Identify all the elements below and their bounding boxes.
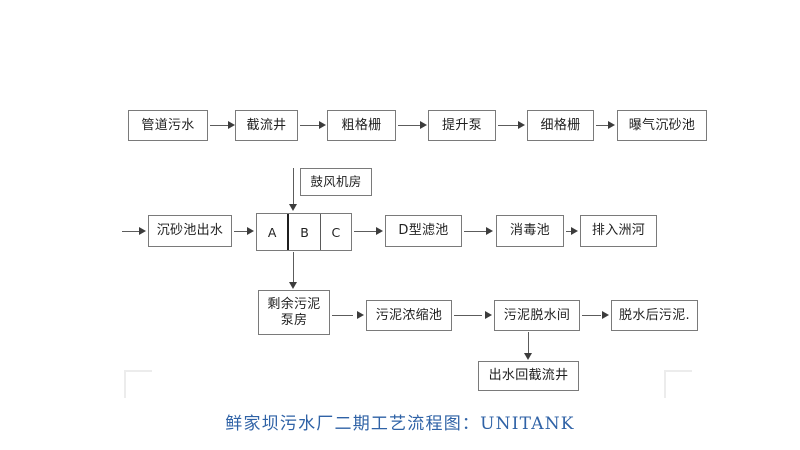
arrowhead-sludge-pump-to-thickener (357, 311, 364, 319)
connector-blower-to-unitank (293, 168, 294, 206)
connector-fine-screen-to-grit-tank (596, 125, 609, 126)
unitank-cell-a[interactable]: A (267, 224, 277, 240)
arrowhead-d-filter-to-disinfection (486, 227, 493, 235)
node-fine-screen[interactable]: 细格栅 (527, 110, 594, 141)
arrowhead-thickener-to-dewatering (485, 311, 492, 319)
node-sludge-dewatering-room[interactable]: 污泥脱水间 (494, 300, 580, 331)
unitank-cell-c[interactable]: C (319, 214, 351, 250)
node-aerated-grit-tank[interactable]: 曝气沉砂池 (617, 110, 707, 141)
unitank-cell-b[interactable]: B (287, 214, 319, 250)
node-pipe-sewage[interactable]: 管道污水 (128, 110, 208, 141)
connector-unitank-to-sludge-pump (293, 252, 294, 283)
node-excess-sludge-pump-room[interactable]: 剩余污泥 泵房 (258, 290, 330, 335)
arrowhead-lift-pump-to-fine-screen (518, 121, 525, 129)
node-dewatered-sludge[interactable]: 脱水后污泥. (611, 300, 698, 331)
diagram-caption: 鲜家坝污水厂二期工艺流程图：UNITANK (225, 414, 575, 434)
connector-well-to-coarse-screen (300, 125, 321, 126)
connector-sludge-pump-to-thickener (332, 315, 353, 316)
arrowhead-dewatering-to-dewatered-sludge (602, 311, 609, 319)
connector-inlet-to-grit-effluent (122, 231, 140, 232)
node-intercepting-well[interactable]: 截流井 (235, 110, 298, 141)
node-effluent-return-to-intercepting-well[interactable]: 出水回截流井 (478, 361, 579, 391)
node-disinfection-tank[interactable]: 消毒池 (496, 215, 564, 247)
connector-lift-pump-to-fine-screen (498, 125, 519, 126)
arrowhead-unitank-to-sludge-pump (289, 282, 297, 289)
arrowhead-well-to-coarse-screen (319, 121, 326, 129)
connector-coarse-screen-to-lift-pump (398, 125, 420, 126)
connector-pipe-to-well (210, 125, 230, 126)
connector-disinfection-to-river (566, 231, 573, 232)
unitank-reactor[interactable]: A B C (256, 213, 352, 251)
arrowhead-blower-to-unitank (289, 204, 297, 211)
node-lift-pump[interactable]: 提升泵 (428, 110, 496, 141)
node-coarse-screen[interactable]: 粗格栅 (327, 110, 396, 141)
arrowhead-coarse-screen-to-lift-pump (420, 121, 427, 129)
arrowhead-dewatering-to-return-well (524, 353, 532, 360)
node-sludge-thickener[interactable]: 污泥浓缩池 (366, 300, 452, 331)
connector-dewatering-to-dewatered-sludge (582, 315, 601, 316)
connector-dewatering-to-return-well (528, 332, 529, 354)
connector-thickener-to-dewatering (454, 315, 482, 316)
node-d-type-filter[interactable]: D型滤池 (385, 215, 462, 247)
connector-d-filter-to-disinfection (464, 231, 487, 232)
arrowhead-grit-effluent-to-unitank (247, 227, 254, 235)
page-crop-mark-bottom-right (664, 370, 692, 398)
arrowhead-unitank-to-d-filter (376, 227, 383, 235)
arrowhead-fine-screen-to-grit-tank (608, 121, 615, 129)
node-blower-room[interactable]: 鼓风机房 (300, 168, 372, 196)
page-crop-mark-bottom-left (124, 370, 152, 398)
connector-grit-effluent-to-unitank (234, 231, 248, 232)
node-discharge-to-river[interactable]: 排入洲河 (580, 215, 657, 247)
arrowhead-pipe-to-well (228, 121, 235, 129)
node-grit-effluent[interactable]: 沉砂池出水 (148, 215, 232, 247)
arrowhead-inlet-to-grit-effluent (139, 227, 146, 235)
arrowhead-disinfection-to-river (571, 227, 578, 235)
connector-unitank-to-d-filter (354, 231, 377, 232)
